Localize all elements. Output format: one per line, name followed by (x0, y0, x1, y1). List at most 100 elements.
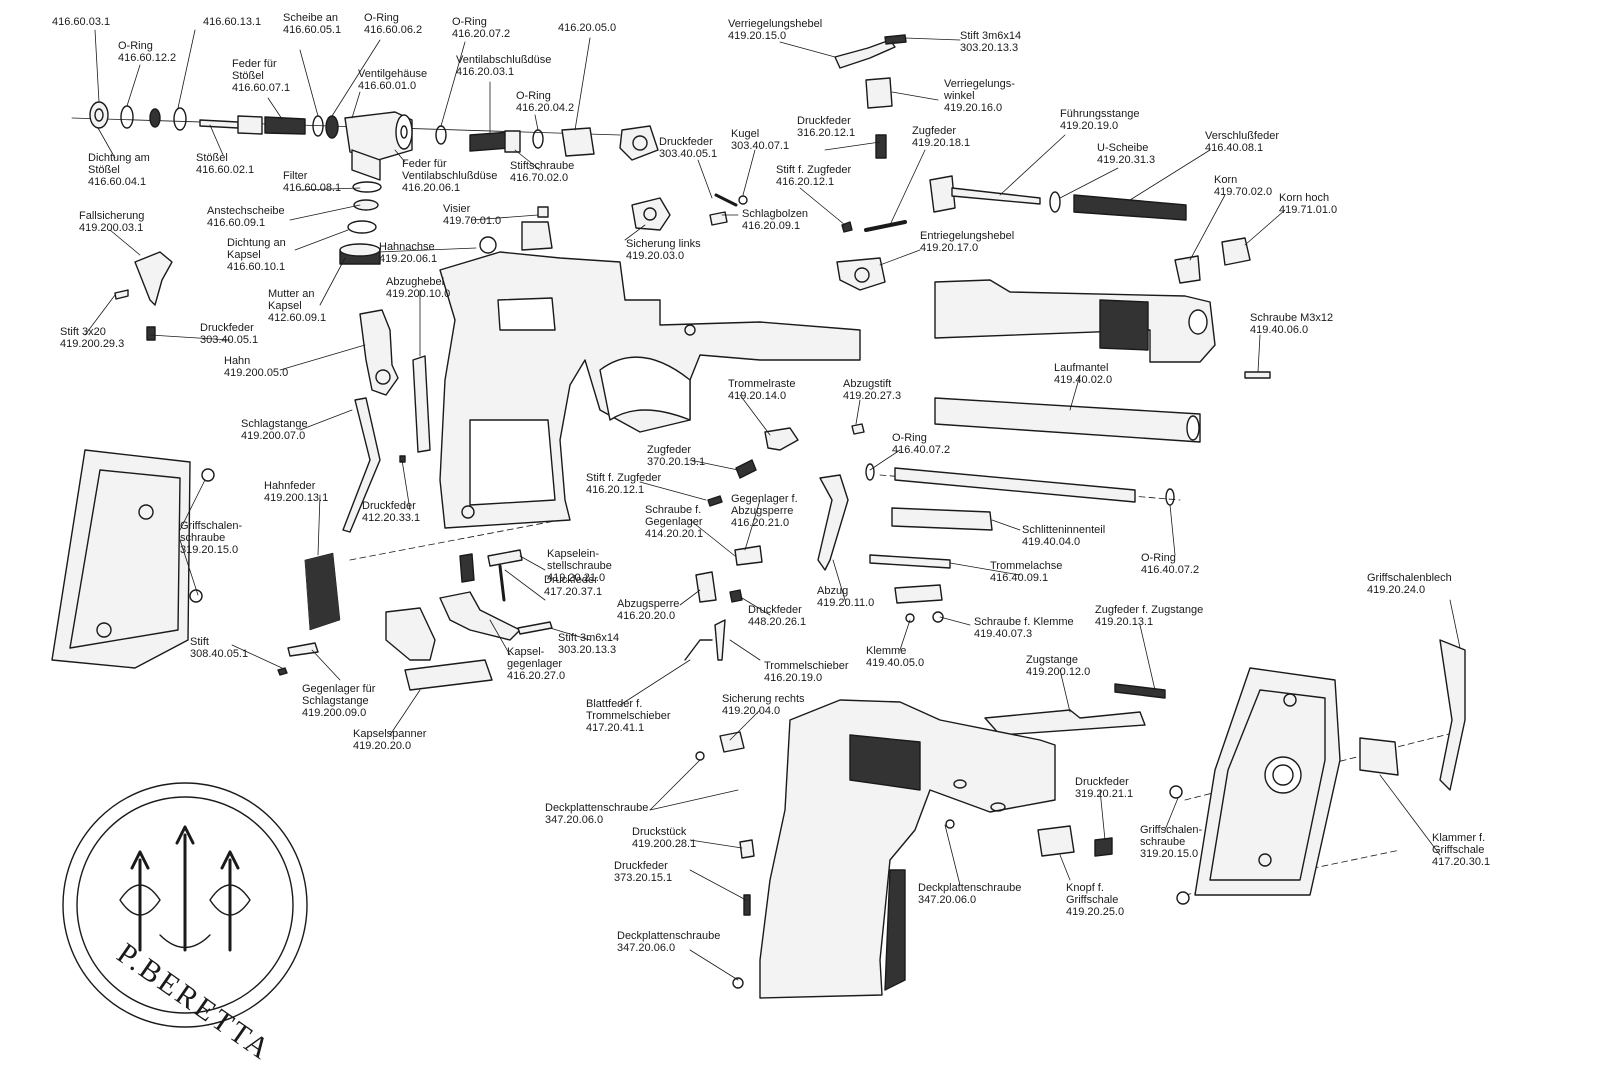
part-number: 416.20.12.1 (586, 484, 645, 496)
part-name: Druckfeder (659, 136, 713, 148)
part-number: 416.60.03.1 (52, 16, 111, 28)
part-name: Dichtung am Stößel (88, 152, 150, 176)
part-number: 303.20.13.3 (960, 42, 1019, 54)
part-name: Druckfeder (1075, 776, 1129, 788)
capsule-group (385, 549, 553, 691)
part-name: Deckplattenschraube (545, 802, 649, 814)
part-number: 419.200.10.0 (386, 288, 451, 300)
part-number: 419.20.19.0 (1060, 120, 1119, 132)
part-name: Sicherung links (626, 238, 701, 250)
part-name: Abzughebel (386, 276, 445, 288)
part-number: 416.20.03.1 (456, 66, 515, 78)
part-number: 419.200.07.0 (241, 430, 306, 442)
part-number: 419.20.13.1 (1095, 616, 1154, 628)
part-number: 416.60.12.2 (118, 52, 177, 64)
part-number: 417.20.41.1 (586, 722, 645, 734)
part-name: Zugfeder f. Zugstange (1095, 604, 1204, 616)
part-name: Scheibe an (283, 12, 339, 24)
part-number: 419.200.12.0 (1026, 666, 1091, 678)
part-number: 416.60.04.1 (88, 176, 147, 188)
part-name: Verschlußfeder (1205, 130, 1279, 142)
part-number: 419.20.20.0 (353, 740, 412, 752)
part-name: Zugstange (1026, 654, 1078, 666)
part-number: 319.20.21.1 (1075, 788, 1134, 800)
part-name: O-Ring (364, 12, 399, 24)
part-name: Schraube f. Gegenlager (645, 504, 703, 528)
part-number: 419.20.04.0 (722, 705, 781, 717)
part-name: O-Ring (452, 16, 487, 28)
part-name: Stift f. Zugfeder (776, 164, 852, 176)
part-number: 419.200.28.1 (632, 838, 697, 850)
part-number: 347.20.06.0 (918, 894, 977, 906)
part-number: 419.20.14.0 (728, 390, 787, 402)
part-number: 347.20.06.0 (545, 814, 604, 826)
part-number: 419.40.02.0 (1054, 374, 1113, 386)
part-number: 419.20.27.3 (843, 390, 902, 402)
part-number: 416.20.05.0 (558, 22, 617, 34)
frame-upper (439, 251, 861, 529)
part-number: 419.20.06.1 (379, 253, 438, 265)
part-number: 416.60.06.2 (364, 24, 423, 36)
part-name: Trommelschieber (764, 660, 849, 672)
part-name: Korn hoch (1279, 192, 1330, 204)
right-grip-panel (1169, 639, 1466, 905)
part-number: 419.20.16.0 (944, 102, 1003, 114)
part-number: 417.20.30.1 (1432, 856, 1491, 868)
part-name: Druckfeder (362, 500, 416, 512)
part-number: 416.20.04.2 (516, 102, 575, 114)
part-name: Stift 3m6x14 (558, 632, 620, 644)
part-number: 416.20.20.0 (617, 610, 676, 622)
part-name: Ventilgehäuse (358, 68, 428, 80)
part-number: 419.20.25.0 (1066, 906, 1125, 918)
part-name: O-Ring (1141, 552, 1176, 564)
part-name: Ventilabschlußdüse (456, 54, 552, 66)
frame-lower (732, 699, 1056, 999)
part-name: Schlagbolzen (742, 208, 809, 220)
part-label: 416.60.03.1 (52, 16, 110, 28)
part-name: Schraube f. Klemme (974, 616, 1074, 628)
part-name: Verriegelungs- winkel (944, 78, 1015, 102)
part-number: 419.200.13.1 (264, 492, 329, 504)
part-name: Stößel (196, 152, 228, 164)
